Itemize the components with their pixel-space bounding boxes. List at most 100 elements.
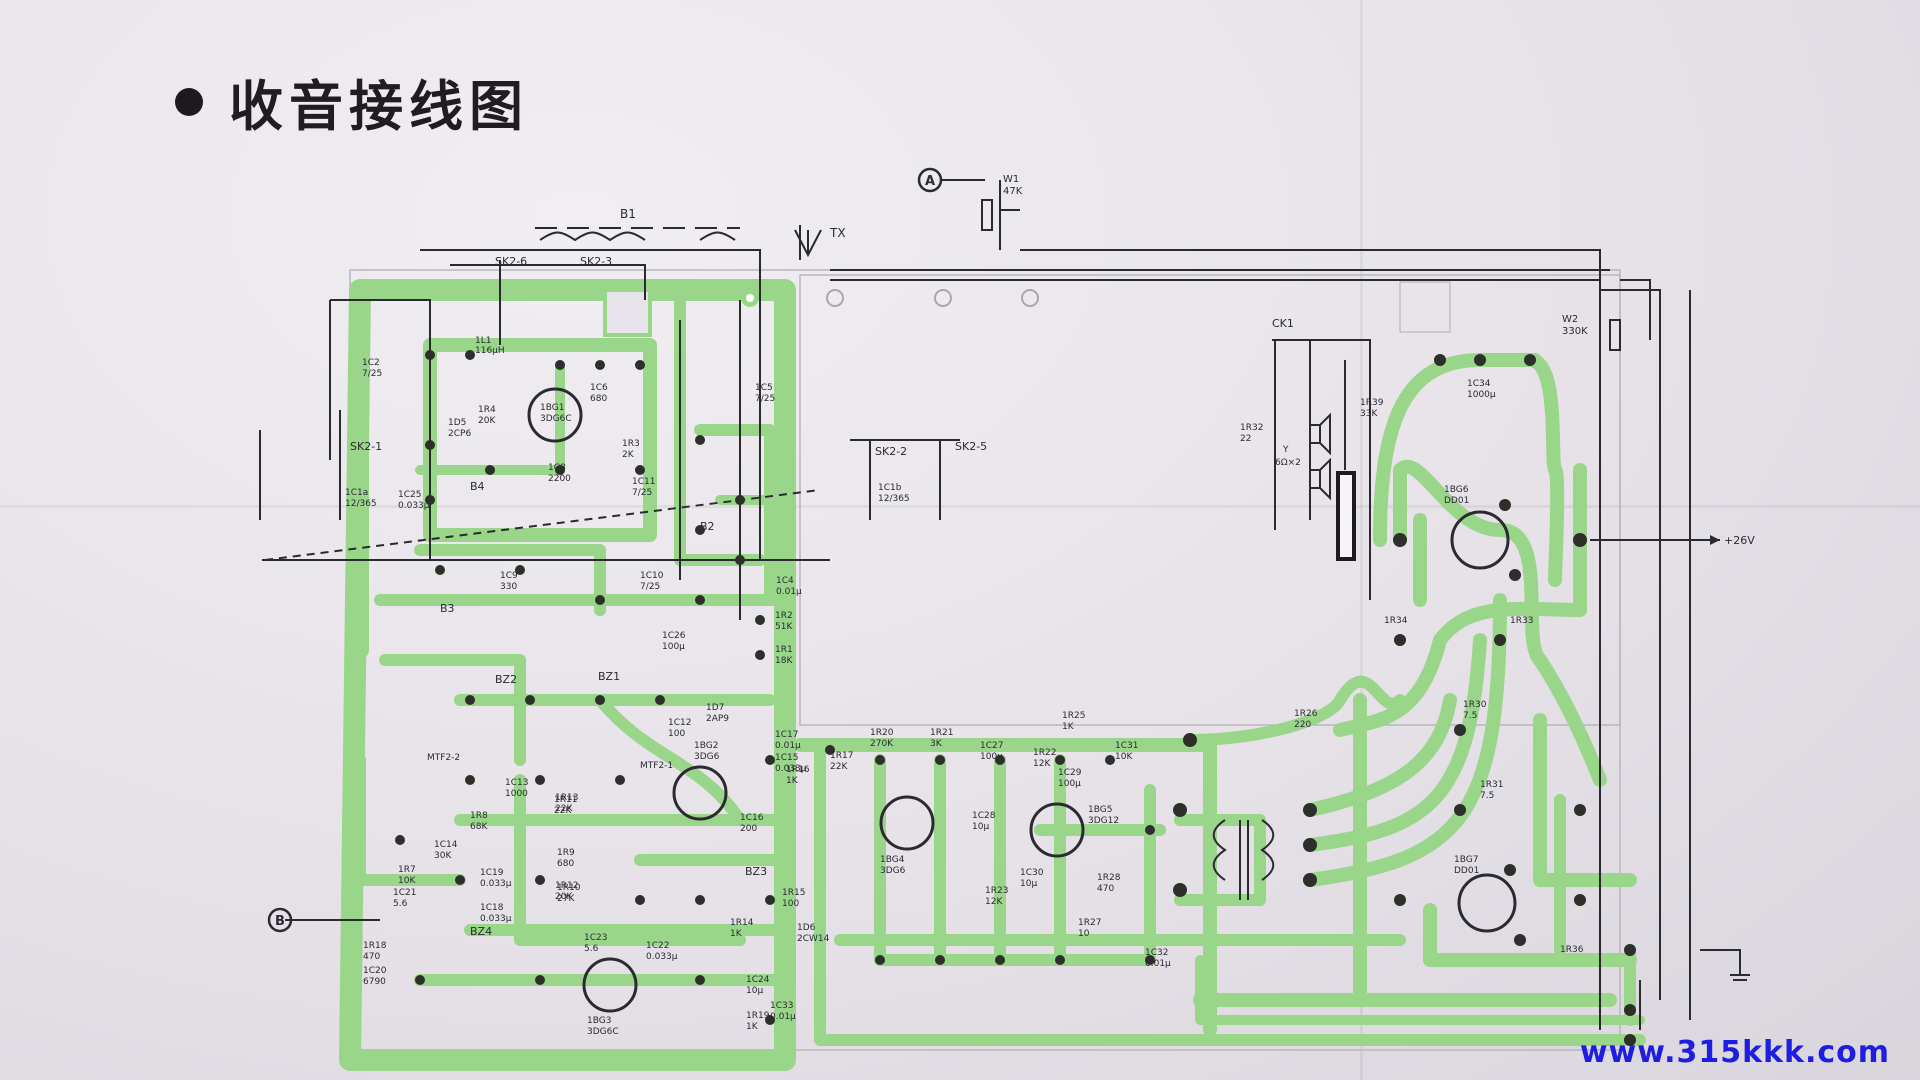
svg-text:7/25: 7/25 <box>632 488 652 498</box>
svg-text:1C23: 1C23 <box>584 933 607 943</box>
svg-text:3K: 3K <box>930 739 943 749</box>
svg-text:A: A <box>925 174 935 189</box>
svg-text:1C28: 1C28 <box>972 811 996 821</box>
svg-text:1R36: 1R36 <box>1560 945 1584 955</box>
svg-text:1R1: 1R1 <box>775 645 793 655</box>
svg-text:1R14: 1R14 <box>730 918 754 928</box>
svg-text:1C4: 1C4 <box>776 576 794 586</box>
svg-text:0.01μ: 0.01μ <box>775 741 801 751</box>
svg-text:10μ: 10μ <box>746 986 763 996</box>
svg-text:B3: B3 <box>440 602 455 615</box>
svg-text:1R30: 1R30 <box>1463 700 1487 710</box>
pcb-upper-region <box>799 274 1621 726</box>
svg-text:3DG6C: 3DG6C <box>540 414 572 424</box>
svg-text:1D5: 1D5 <box>448 418 466 428</box>
svg-text:1BG5: 1BG5 <box>1088 805 1112 815</box>
svg-text:2AP9: 2AP9 <box>706 714 729 724</box>
svg-text:270K: 270K <box>870 739 894 749</box>
svg-text:2200: 2200 <box>548 474 571 484</box>
svg-text:1R26: 1R26 <box>1294 709 1318 719</box>
terminal-a: A <box>917 167 985 193</box>
svg-text:5.6: 5.6 <box>584 944 599 954</box>
svg-text:220: 220 <box>1294 720 1311 730</box>
svg-text:470: 470 <box>363 952 380 962</box>
svg-text:1BG4: 1BG4 <box>880 855 905 865</box>
svg-text:1BG2: 1BG2 <box>694 741 718 751</box>
svg-text:22K: 22K <box>554 806 572 816</box>
svg-text:MTF2-1: MTF2-1 <box>640 761 673 771</box>
svg-text:0.033μ: 0.033μ <box>646 952 678 962</box>
svg-text:1D6: 1D6 <box>797 923 816 933</box>
svg-text:1K: 1K <box>1062 722 1075 732</box>
svg-text:330: 330 <box>500 582 517 592</box>
svg-text:1R33: 1R33 <box>1510 616 1533 626</box>
svg-text:200: 200 <box>740 824 757 834</box>
svg-text:1000μ: 1000μ <box>1467 390 1496 400</box>
svg-text:22K: 22K <box>555 804 573 814</box>
svg-text:3DG12: 3DG12 <box>1088 816 1119 826</box>
svg-text:3DG6: 3DG6 <box>880 866 906 876</box>
svg-text:100μ: 100μ <box>980 752 1003 762</box>
svg-text:1R19: 1R19 <box>746 1011 770 1021</box>
svg-text:MTF2-2: MTF2-2 <box>427 753 460 763</box>
svg-text:51K: 51K <box>775 622 793 632</box>
svg-text:1C14: 1C14 <box>434 840 458 850</box>
svg-text:1C13: 1C13 <box>505 778 528 788</box>
svg-text:1C1a: 1C1a <box>345 488 368 498</box>
svg-text:SK2-1: SK2-1 <box>350 440 382 453</box>
svg-text:1C30: 1C30 <box>1020 868 1044 878</box>
svg-text:1R28: 1R28 <box>1097 873 1121 883</box>
svg-text:22: 22 <box>1240 434 1251 444</box>
svg-text:1C24: 1C24 <box>746 975 770 985</box>
svg-text:20K: 20K <box>478 416 496 426</box>
svg-text:1C8: 1C8 <box>548 463 566 473</box>
svg-text:1R20: 1R20 <box>870 728 894 738</box>
svg-text:W1: W1 <box>1003 174 1019 185</box>
svg-text:BZ4: BZ4 <box>470 925 492 938</box>
svg-text:1R2: 1R2 <box>775 611 793 621</box>
earphone-jack <box>1336 471 1356 561</box>
svg-text:1K: 1K <box>786 776 799 786</box>
svg-text:100μ: 100μ <box>662 642 685 652</box>
speaker-icon <box>1309 412 1331 501</box>
svg-text:BZ1: BZ1 <box>598 670 620 683</box>
svg-text:B4: B4 <box>470 480 485 493</box>
watermark: www.315kkk.com <box>1579 1035 1890 1070</box>
potentiometer-w2: W2 330K <box>1562 314 1621 351</box>
svg-text:CK1: CK1 <box>1272 317 1294 330</box>
svg-text:1C19: 1C19 <box>480 868 504 878</box>
svg-text:1R11: 1R11 <box>554 795 577 805</box>
svg-text:12K: 12K <box>1033 759 1051 769</box>
svg-text:1R7: 1R7 <box>398 865 416 875</box>
svg-text:0.01μ: 0.01μ <box>1145 959 1171 969</box>
svg-text:1BG7: 1BG7 <box>1454 855 1478 865</box>
svg-text:1K: 1K <box>746 1022 759 1032</box>
svg-text:68K: 68K <box>470 822 488 832</box>
svg-text:1C33: 1C33 <box>770 1001 793 1011</box>
svg-text:1000: 1000 <box>505 789 528 799</box>
svg-text:7.5: 7.5 <box>1463 711 1477 721</box>
svg-text:330K: 330K <box>1562 326 1588 337</box>
svg-text:1BG3: 1BG3 <box>587 1016 611 1026</box>
svg-text:100: 100 <box>668 729 685 739</box>
svg-text:W2: W2 <box>1562 314 1578 325</box>
svg-text:1R31: 1R31 <box>1480 780 1503 790</box>
svg-text:1R15: 1R15 <box>782 888 805 898</box>
ground-icon <box>1730 974 1750 981</box>
svg-text:12/365: 12/365 <box>345 499 377 509</box>
svg-text:0.01μ: 0.01μ <box>776 587 802 597</box>
bullet-icon <box>175 87 203 116</box>
svg-text:Y: Y <box>1282 445 1289 455</box>
svg-text:1C9: 1C9 <box>500 571 518 581</box>
svg-text:100: 100 <box>782 899 799 909</box>
wiring <box>259 180 1741 1030</box>
svg-text:1R17: 1R17 <box>830 751 853 761</box>
svg-text:100μ: 100μ <box>1058 779 1081 789</box>
svg-text:SK2-6: SK2-6 <box>495 255 527 268</box>
svg-text:1R39: 1R39 <box>1360 398 1384 408</box>
svg-text:1R25: 1R25 <box>1062 711 1085 721</box>
component-labels: B1 SK2-6 SK2-3 SK2-1 SK2-2 SK2-5 CK1 1L1… <box>345 207 1584 1037</box>
solder-pads <box>395 289 1636 1046</box>
